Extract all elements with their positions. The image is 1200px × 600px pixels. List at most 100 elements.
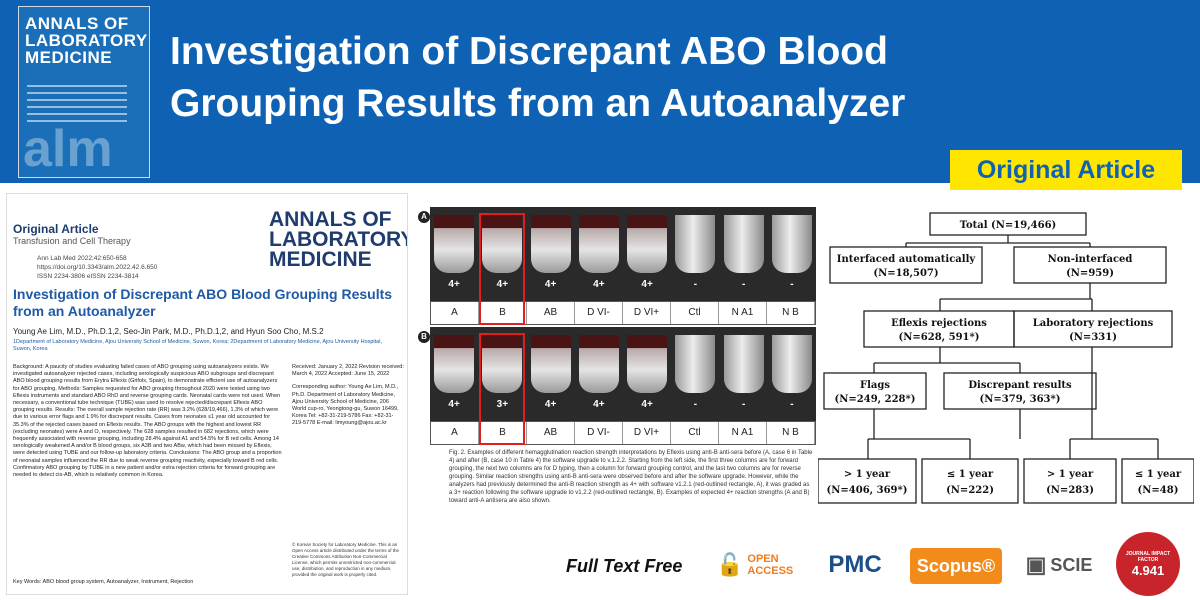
column-label: N B (767, 422, 815, 444)
paper-citation: Ann Lab Med 2022;42:650-658 (37, 255, 127, 262)
paper-doi[interactable]: https://doi.org/10.3343/alm.2022.42.6.65… (37, 264, 158, 271)
test-tube (627, 335, 668, 393)
scopus-badge[interactable]: Scopus® (910, 548, 1002, 584)
b3-count: (N=283) (1046, 485, 1094, 496)
flags-count: (N=249, 228*) (835, 394, 916, 405)
column-label: Ctl (671, 422, 719, 444)
row-label-b: B (418, 331, 430, 343)
paper-first-page: Original Article Transfusion and Cell Th… (6, 193, 408, 595)
page-title: Investigation of Discrepant ABO Blood Gr… (170, 26, 1170, 130)
non-label: Non-interfaced (1048, 254, 1133, 265)
node-b4 (1121, 458, 1194, 504)
test-tube (675, 215, 716, 273)
test-tube (530, 335, 571, 393)
test-tube (530, 215, 571, 273)
column-label: A (431, 302, 479, 324)
tube-strip-b: 4+3+4+4+4+--- (430, 327, 816, 437)
test-tube (771, 215, 812, 273)
paper-correspondence: Corresponding author: Young Ae Lim, M.D.… (292, 384, 399, 427)
cover-title-line: ANNALS OF (25, 14, 129, 33)
cover-title-line: MEDICINE (25, 48, 113, 67)
test-tube (578, 215, 619, 273)
scie-badge[interactable]: ▣ SCIE (1016, 543, 1102, 587)
test-tube (723, 215, 764, 273)
highlight-box-a (479, 213, 525, 325)
b1-count: (N=406, 369*) (827, 485, 908, 496)
paper-abstract: Background: A paucity of studies evaluat… (13, 364, 282, 479)
node-flags (823, 372, 927, 410)
tube-grade: - (693, 399, 698, 410)
tube-grade: 3+ (496, 399, 509, 410)
paper-license: © Korean Society for Laboratory Medicine… (292, 542, 400, 577)
test-tube (482, 215, 523, 273)
tube-grade: 4+ (448, 279, 460, 290)
paper-title: Investigation of Discrepant ABO Blood Gr… (13, 286, 393, 319)
paper-meta: Ann Lab Med 2022;42:650-658 https://doi.… (37, 254, 157, 281)
node-b1 (818, 458, 917, 504)
open-access-badge[interactable]: 🔓 OPEN ACCESS (716, 543, 812, 587)
column-label: B (479, 302, 527, 324)
total-label: Total (N=19,466) (960, 220, 1057, 231)
disc-count: (N=379, 363*) (980, 394, 1061, 405)
b2-label: ≤ 1 year (947, 469, 994, 480)
paper-keywords: Key Words: ABO blood group system, Autoa… (13, 579, 194, 585)
pmc-badge[interactable]: PMC (828, 551, 882, 578)
eflexis-label: Eflexis rejections (891, 318, 987, 329)
paper-article-type: Original Article (13, 222, 99, 236)
impact-factor-label: JOURNAL IMPACT FACTOR (1125, 550, 1171, 563)
tube-grade: - (693, 279, 698, 290)
logo-line: ANNALS OF (269, 208, 392, 231)
test-tube (434, 335, 475, 393)
paper-category: Transfusion and Cell Therapy (13, 236, 131, 246)
tube-grade: 4+ (544, 279, 557, 290)
column-label: B (479, 422, 527, 444)
paper-journal-logo: ANNALS OF LABORATORY MEDICINE (269, 208, 407, 271)
column-label: A (431, 422, 479, 444)
eflexis-count: (N=628, 591*) (899, 332, 980, 343)
test-tube (434, 215, 475, 273)
b4-count: (N=48) (1138, 485, 1179, 496)
node-lab (1013, 310, 1173, 348)
node-b3 (1023, 458, 1117, 504)
lock-icon: 🔓 (716, 552, 744, 577)
auto-label: Interfaced automatically (837, 254, 977, 265)
b3-label: > 1 year (1047, 469, 1094, 480)
scie-icon: ▣ (1025, 552, 1047, 577)
cover-contents-lines (27, 85, 127, 127)
non-count: (N=959) (1066, 268, 1114, 279)
column-label: N B (767, 302, 815, 324)
tube-grade: - (741, 279, 746, 290)
b2-count: (N=222) (946, 485, 994, 496)
impact-factor-badge: JOURNAL IMPACT FACTOR 4.941 (1116, 532, 1180, 596)
impact-factor-value: 4.941 (1131, 562, 1165, 578)
cover-title: ANNALS OF LABORATORY MEDICINE (25, 15, 148, 66)
paper-dates: Received: January 2, 2022 Revision recei… (292, 364, 404, 378)
column-label: D VI- (575, 422, 623, 444)
logo-line: MEDICINE (269, 248, 372, 271)
column-label: Ctl (671, 302, 719, 324)
test-tube (675, 335, 716, 393)
column-label: AB (527, 302, 575, 324)
tube-grade: - (790, 279, 794, 290)
article-type-badge: Original Article (950, 150, 1182, 190)
node-b2 (921, 458, 1019, 504)
test-tube (578, 335, 619, 393)
lab-count: (N=331) (1069, 332, 1117, 343)
figure-caption: Fig. 2. Examples of different hemaggluti… (449, 450, 813, 504)
paper-side-info: Received: January 2, 2022 Revision recei… (292, 364, 404, 428)
test-tube (482, 335, 523, 393)
paper-issn: ISSN 2234-3806 eISSN 2234-3814 (37, 273, 139, 280)
paper-authors: Young Ae Lim, M.D., Ph.D.1,2, Seo-Jin Pa… (13, 327, 324, 336)
lab-label: Laboratory rejections (1033, 318, 1154, 329)
flow-chart: Total (N=19,466) Interfaced automaticall… (818, 212, 1194, 504)
open-access-label: OPEN ACCESS (747, 553, 794, 577)
column-label: D VI- (575, 302, 623, 324)
title-line-1: Investigation of Discrepant ABO Blood (170, 30, 888, 73)
b4-label: ≤ 1 year (1135, 469, 1182, 480)
full-text-free-label: Full Text Free (566, 556, 683, 576)
column-label: D VI+ (623, 302, 671, 324)
test-tube (723, 335, 764, 393)
column-label: AB (527, 422, 575, 444)
